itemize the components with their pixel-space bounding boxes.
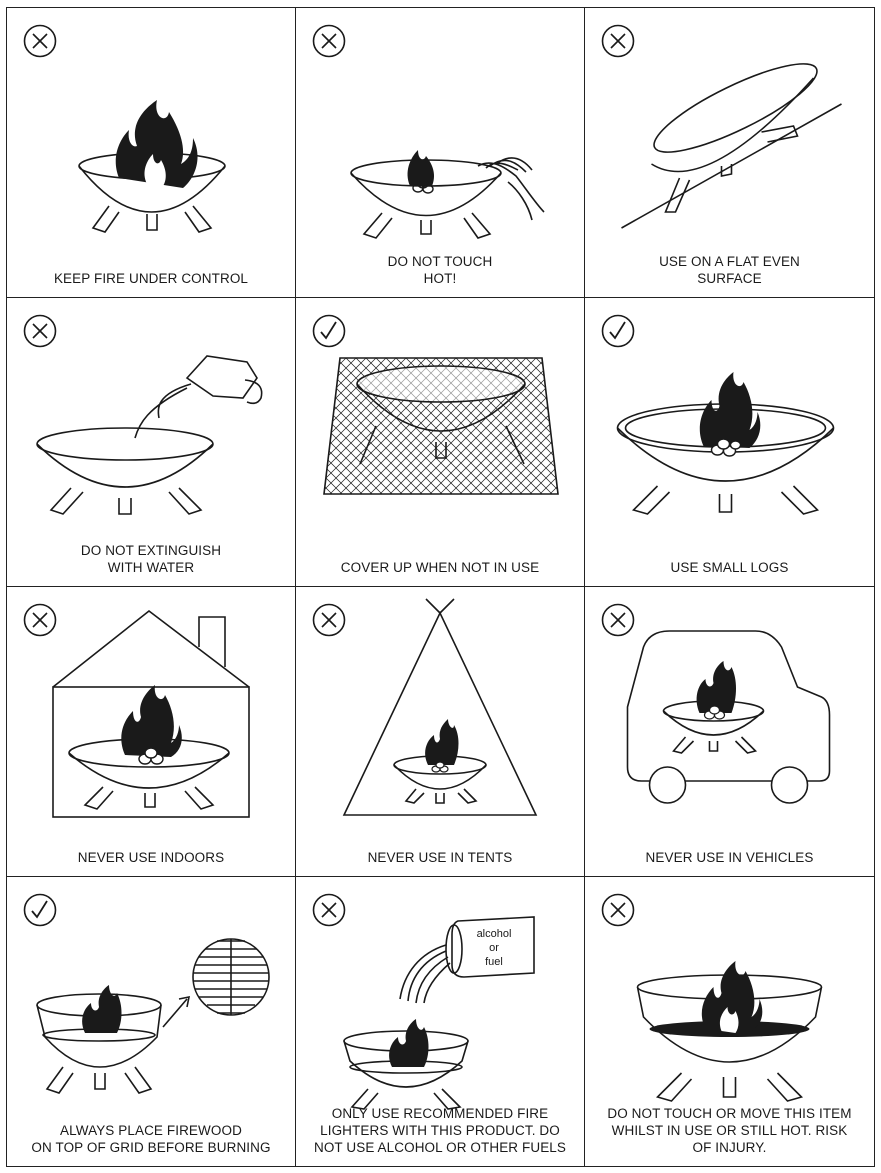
allowed-icon (23, 893, 57, 927)
caption: KEEP FIRE UNDER CONTROL (53, 270, 249, 286)
instruction-cell-never-use-in-tents: NEVER USE IN TENTS (296, 587, 585, 877)
caption: NEVER USE IN VEHICLES (645, 849, 814, 865)
instruction-cell-recommended-lighters: alcohol or fuel ONLY USE RECOMMENDED FIR… (296, 876, 585, 1166)
instruction-cell-never-use-indoors: NEVER USE INDOORS (7, 587, 296, 877)
prohibited-icon (23, 24, 57, 58)
fuel-can-label-line1: alcohol (477, 928, 512, 940)
prohibited-icon (312, 603, 346, 637)
instruction-cell-never-use-in-vehicles: NEVER USE IN VEHICLES (585, 587, 874, 877)
instruction-cell-cover-up: COVER UP WHEN NOT IN USE (296, 297, 585, 587)
hot-item-icon (636, 960, 823, 1102)
fuel-can-label-line2: or (489, 942, 499, 954)
caption: COVER UP WHEN NOT IN USE (340, 560, 540, 575)
fuel-can-label-line3: fuel (485, 956, 503, 968)
prohibited-icon (601, 603, 635, 637)
hand-touching-bowl-icon (350, 150, 545, 239)
instruction-cell-use-small-logs: USE SMALL LOGS (585, 298, 874, 587)
vehicle-fire-icon (626, 630, 831, 804)
tent-fire-icon (342, 598, 538, 816)
prohibited-icon (23, 603, 57, 637)
caption: NEVER USE IN TENTS (367, 849, 513, 865)
house-fire-icon (52, 609, 250, 818)
alcohol-fuel-pour-icon: alcohol or fuel (343, 915, 535, 1110)
fire-bowl-icon (78, 100, 226, 233)
grid-firewood-icon (36, 937, 270, 1094)
caption: USE SMALL LOGS (670, 560, 789, 575)
allowed-icon (601, 314, 635, 348)
small-logs-fire-icon (616, 371, 835, 515)
instruction-cell-keep-fire-under-control: KEEP FIRE UNDER CONTROL (7, 8, 296, 298)
water-pouring-icon (36, 354, 263, 515)
prohibited-icon (312, 24, 346, 58)
prohibited-icon (601, 893, 635, 927)
mesh-cover-icon (323, 356, 559, 495)
prohibited-icon (601, 24, 635, 58)
caption: NEVER USE INDOORS (77, 849, 225, 865)
tilted-bowl-on-slope-icon (621, 63, 842, 229)
allowed-icon (312, 314, 346, 348)
prohibited-icon (312, 893, 346, 927)
prohibited-icon (23, 314, 57, 348)
